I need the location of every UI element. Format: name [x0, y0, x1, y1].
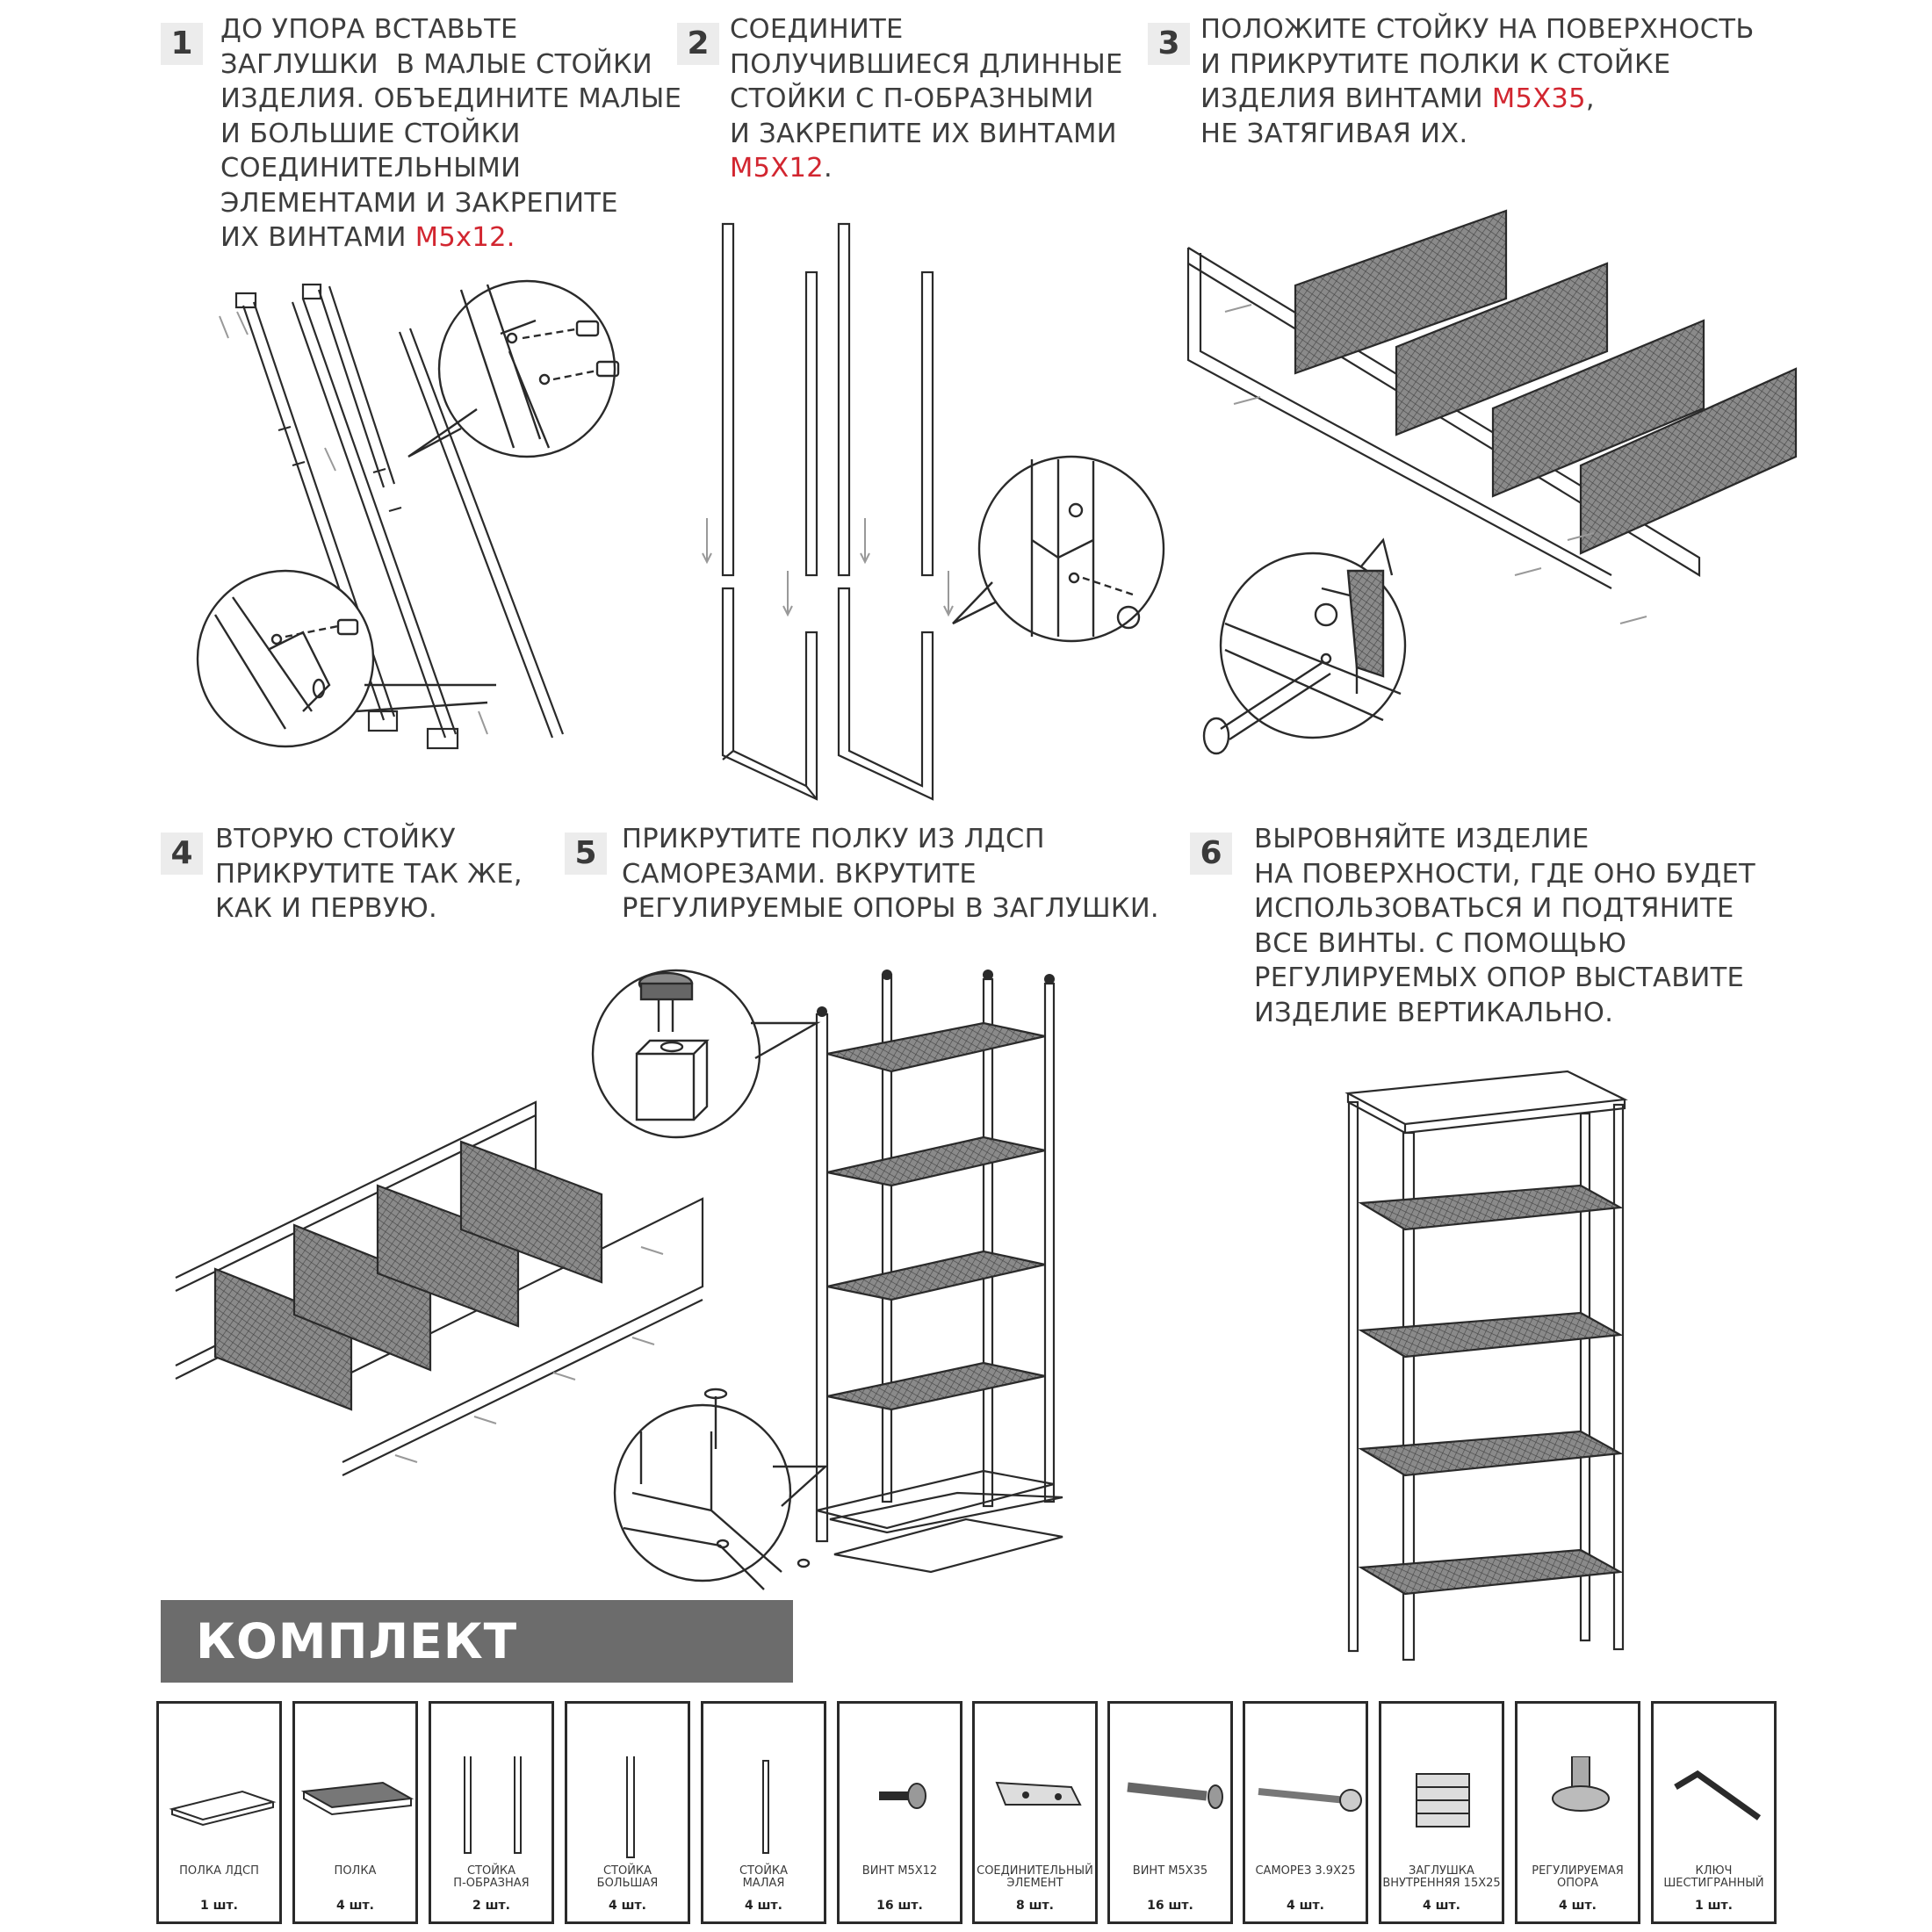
step-number: 6 — [1190, 833, 1232, 875]
kit-item-name: РЕГУЛИРУЕМАЯ ОПОРА — [1532, 1864, 1624, 1890]
detail-callout-foot — [591, 969, 821, 1139]
step-number: 4 — [161, 833, 203, 875]
kit-item: СТОЙКА МАЛАЯ 4 шт. — [701, 1701, 826, 1924]
step-text-main: ВТОРУЮ СТОЙКУ ПРИКРУТИТЕ ТАК ЖЕ, КАК И П… — [215, 824, 523, 924]
detail-callout-endcap — [196, 569, 496, 748]
kit-item: ПОЛКА 4 шт. — [292, 1701, 418, 1924]
step-4-illustration — [175, 1100, 704, 1476]
step-text-main: СОЕДИНИТЕ ПОЛУЧИВШИЕСЯ ДЛИННЫЕ СТОЙКИ С … — [730, 14, 1123, 149]
kit-item-quantity: 16 шт. — [876, 1899, 923, 1913]
kit-item-name: САМОРЕЗ 3.9х25 — [1255, 1864, 1356, 1878]
kit-item-name: ЗАГЛУШКА ВНУТРЕННЯЯ 15х25 — [1382, 1864, 1501, 1890]
kit-item-quantity: 4 шт. — [1423, 1899, 1460, 1913]
long-post-icon — [626, 1756, 635, 1858]
step-number: 1 — [161, 23, 203, 65]
kit-item: РЕГУЛИРУЕМАЯ ОПОРА 4 шт. — [1515, 1701, 1640, 1924]
step-instruction: ПОЛОЖИТЕ СТОЙКУ НА ПОВЕРХНОСТЬ И ПРИКРУТ… — [1200, 12, 1755, 151]
step-number: 5 — [565, 833, 607, 875]
step-text-tail: . — [823, 153, 833, 184]
adjustable-foot-icon — [1552, 1756, 1610, 1812]
kit-item-quantity: 1 шт. — [1695, 1899, 1733, 1913]
screw-spec: М5Х12 — [730, 153, 824, 184]
self-tapping-screw-icon — [1258, 1788, 1362, 1812]
screw-m5x35-icon — [1127, 1782, 1223, 1809]
step-instruction: ВТОРУЮ СТОЙКУ ПРИКРУТИТЕ ТАК ЖЕ, КАК И П… — [215, 822, 523, 926]
step-number: 3 — [1148, 23, 1190, 65]
kit-item: СОЕДИНИТЕЛЬНЫЙ ЭЛЕМЕНТ 8 шт. — [972, 1701, 1098, 1924]
kit-item-name: ВИНТ М5х12 — [861, 1864, 938, 1878]
kit-item-quantity: 1 шт. — [200, 1899, 238, 1913]
kit-item: САМОРЕЗ 3.9х25 4 шт. — [1243, 1701, 1368, 1924]
kit-item-name: ПОЛКА ЛДСП — [179, 1864, 259, 1878]
mesh-shelf-icon — [300, 1781, 415, 1816]
kit-item-quantity: 4 шт. — [336, 1899, 374, 1913]
step-5-illustration — [591, 969, 1063, 1590]
kit-item-name: ПОЛКА — [334, 1864, 377, 1878]
step-text-main: ПРИКРУТИТЕ ПОЛКУ ИЗ ЛДСП САМОРЕЗАМИ. ВКР… — [622, 824, 1159, 924]
kit-item-quantity: 2 шт. — [472, 1899, 510, 1913]
kit-item-quantity: 16 шт. — [1147, 1899, 1193, 1913]
step-text-main: ВЫРОВНЯЙТЕ ИЗДЕЛИЕ НА ПОВЕРХНОСТИ, ГДЕ О… — [1254, 824, 1755, 1028]
screw-m5x12-icon — [879, 1783, 926, 1809]
kit-item: КЛЮЧ ШЕСТИГРАННЫЙ 1 шт. — [1651, 1701, 1777, 1924]
detail-callout-wood-screw — [613, 1388, 829, 1590]
u-frame-icon — [464, 1756, 522, 1854]
step-number: 2 — [677, 23, 719, 65]
kit-item: ВИНТ М5х12 16 шт. — [837, 1701, 962, 1924]
step-2-illustration — [702, 222, 1165, 801]
kit-item: ЗАГЛУШКА ВНУТРЕННЯЯ 15х25 4 шт. — [1379, 1701, 1504, 1924]
step-text-main: ПОЛОЖИТЕ СТОЙКУ НА ПОВЕРХНОСТЬ И ПРИКРУТ… — [1200, 14, 1755, 114]
kit-item: ВИНТ М5х35 16 шт. — [1107, 1701, 1233, 1924]
kit-item: ПОЛКА ЛДСП 1 шт. — [156, 1701, 282, 1924]
step-text-main: ДО УПОРА ВСТАВЬТЕ ЗАГЛУШКИ В МАЛЫЕ СТОЙК… — [220, 14, 682, 253]
hex-key-icon — [1674, 1770, 1762, 1820]
kit-item-name: КЛЮЧ ШЕСТИГРАННЫЙ — [1663, 1864, 1764, 1890]
screw-spec: М5х12. — [415, 222, 515, 253]
step-instruction: СОЕДИНИТЕ ПОЛУЧИВШИЕСЯ ДЛИННЫЕ СТОЙКИ С … — [730, 12, 1123, 186]
end-cap-icon — [1416, 1773, 1470, 1827]
step-instruction: ДО УПОРА ВСТАВЬТЕ ЗАГЛУШКИ В МАЛЫЕ СТОЙК… — [220, 12, 681, 256]
kit-item-quantity: 4 шт. — [1559, 1899, 1597, 1913]
detail-callout-bolt — [1202, 537, 1407, 755]
kit-item: СТОЙКА П-ОБРАЗНАЯ 2 шт. — [429, 1701, 554, 1924]
kit-item-name: СОЕДИНИТЕЛЬНЫЙ ЭЛЕМЕНТ — [977, 1864, 1093, 1890]
kit-title: КОМПЛЕКТ ПОСТАВКИ — [161, 1600, 793, 1752]
chipboard-shelf-icon — [169, 1790, 277, 1827]
screw-spec: М5Х35 — [1491, 83, 1586, 114]
kit-item-quantity: 8 шт. — [1016, 1899, 1054, 1913]
step-text-tail: , НЕ ЗАТЯГИВАЯ ИХ. — [1200, 83, 1595, 149]
kit-item-name: ВИНТ М5х35 — [1132, 1864, 1208, 1878]
kit-item-name: СТОЙКА П-ОБРАЗНАЯ — [453, 1864, 530, 1890]
step-instruction: ПРИКРУТИТЕ ПОЛКУ ИЗ ЛДСП САМОРЕЗАМИ. ВКР… — [622, 822, 1159, 926]
kit-item-quantity: 4 шт. — [609, 1899, 646, 1913]
connector-icon — [995, 1781, 1082, 1806]
kit-item: СТОЙКА БОЛЬШАЯ 4 шт. — [565, 1701, 690, 1924]
detail-callout-connector — [407, 279, 620, 458]
kit-item-quantity: 4 шт. — [745, 1899, 782, 1913]
kit-item-name: СТОЙКА БОЛЬШАЯ — [596, 1864, 659, 1890]
short-post-icon — [762, 1760, 769, 1854]
step-1-illustration — [196, 279, 620, 750]
step-instruction: ВЫРОВНЯЙТЕ ИЗДЕЛИЕ НА ПОВЕРХНОСТИ, ГДЕ О… — [1254, 822, 1755, 1030]
kit-item-name: СТОЙКА МАЛАЯ — [739, 1864, 789, 1890]
step-3-illustration — [1186, 209, 1798, 755]
detail-callout-screw — [952, 455, 1165, 643]
step-6-illustration — [1344, 1070, 1628, 1662]
kit-item-quantity: 4 шт. — [1287, 1899, 1324, 1913]
